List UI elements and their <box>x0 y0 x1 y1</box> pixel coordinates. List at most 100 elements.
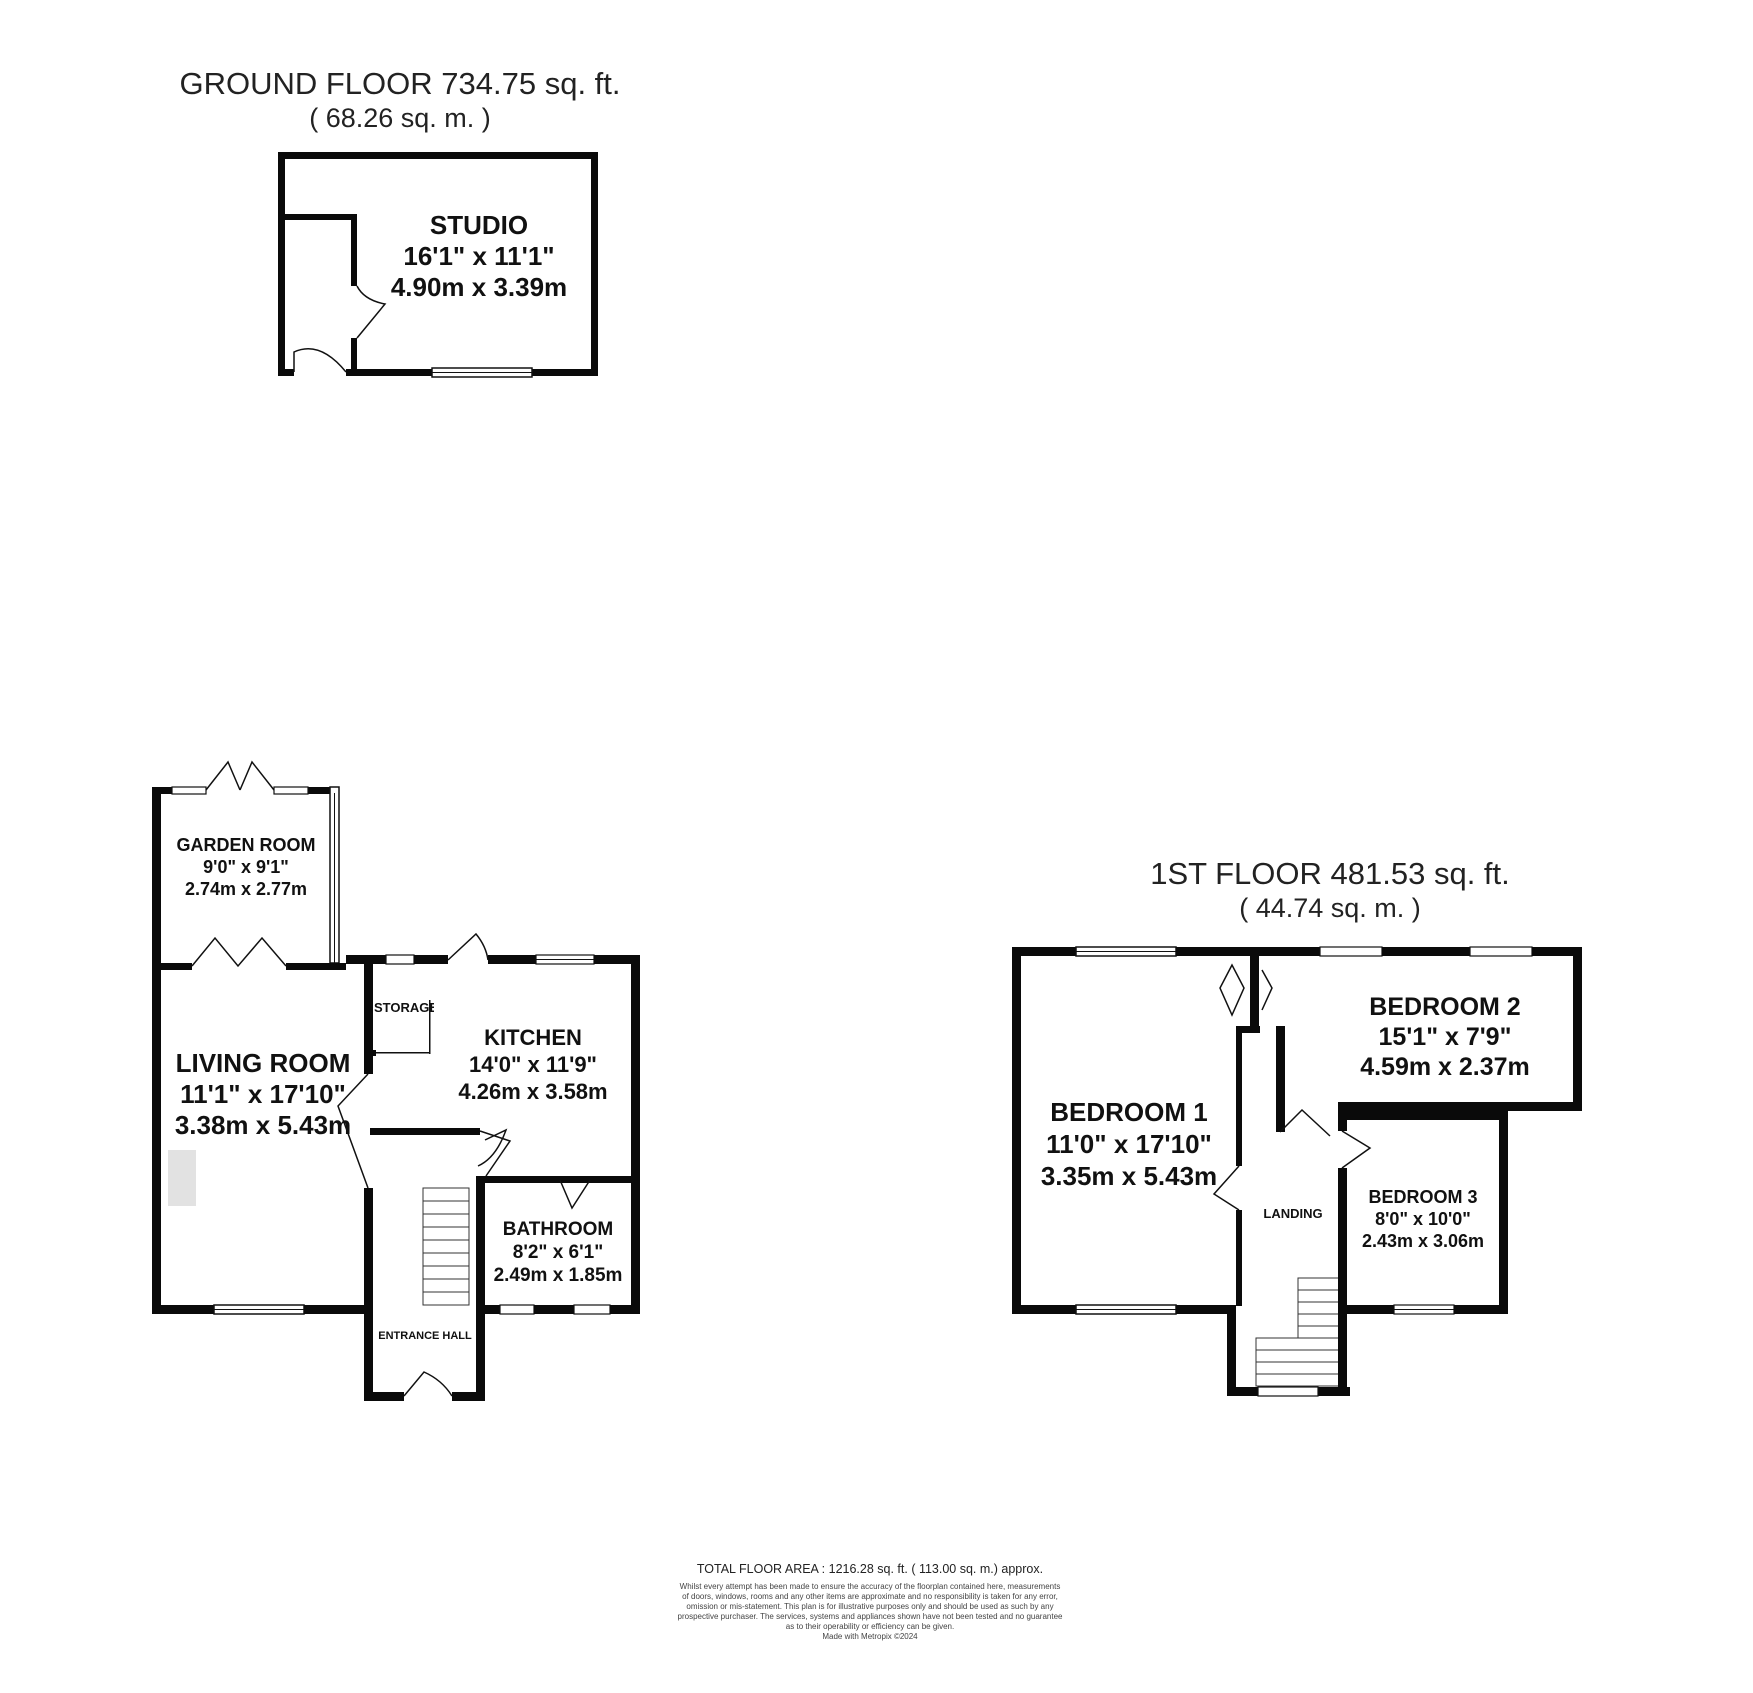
room-metric: 4.90m x 3.39m <box>390 272 568 302</box>
wardrobe-1-doors <box>1219 963 1245 1017</box>
stair-tread <box>422 1187 470 1202</box>
room-imperial: 11'1" x 17'10" <box>180 1079 346 1109</box>
room-label-living-room: LIVING ROOM 11'1" x 17'10" 3.38m x 5.43m <box>162 1048 364 1141</box>
studio-door-swing <box>293 348 347 373</box>
front-door-swing <box>403 1371 453 1397</box>
room-label-studio: STUDIO 16'1" x 11'1" 4.90m x 3.39m <box>374 210 584 303</box>
first-floor-stairs <box>1255 1277 1345 1387</box>
landing-walls <box>1212 1026 1372 1397</box>
bedroom-3-walls <box>1338 1111 1508 1396</box>
living-room-walls <box>152 963 373 1315</box>
footer: TOTAL FLOOR AREA : 1216.28 sq. ft. ( 113… <box>560 1562 1180 1642</box>
entrance-hall-walls <box>364 1128 508 1401</box>
total-floor-area: TOTAL FLOOR AREA : 1216.28 sq. ft. ( 113… <box>696 1562 1044 1576</box>
stair-tread <box>422 1265 470 1280</box>
stair-tread <box>422 1278 470 1293</box>
stair-tread <box>1255 1337 1345 1351</box>
stair-tread <box>1297 1301 1345 1315</box>
stair-tread <box>1255 1361 1345 1375</box>
bedroom-2-door-swing <box>1279 1108 1331 1137</box>
stair-tread <box>1255 1373 1345 1387</box>
ground-floor-stairs <box>422 1187 470 1306</box>
room-imperial: 15'1" x 7'9" <box>1378 1023 1512 1051</box>
stair-tread <box>422 1226 470 1241</box>
room-metric: 4.59m x 2.37m <box>1360 1053 1530 1081</box>
stair-tread <box>422 1291 470 1306</box>
bedroom-3-door-swing <box>1341 1130 1372 1169</box>
room-name: KITCHEN <box>484 1025 582 1050</box>
disclaimer-line: prospective purchaser. The services, sys… <box>677 1612 1063 1621</box>
stair-tread <box>422 1239 470 1254</box>
room-name: BATHROOM <box>502 1219 614 1240</box>
room-label-landing: LANDING <box>1248 1206 1338 1221</box>
room-metric: 2.74m x 2.77m <box>184 879 308 899</box>
stair-tread <box>1297 1289 1345 1303</box>
fireplace <box>168 1150 196 1206</box>
garden-room-french-doors <box>205 760 275 791</box>
room-label-bedroom-3: BEDROOM 3 8'0" x 10'0" 2.43m x 3.06m <box>1348 1186 1498 1252</box>
room-metric: 4.26m x 3.58m <box>458 1079 608 1104</box>
studio-walls <box>278 152 598 378</box>
room-name: LIVING ROOM <box>175 1048 351 1078</box>
room-imperial: 11'0" x 17'10" <box>1046 1129 1212 1159</box>
room-label-bedroom-2: BEDROOM 2 15'1" x 7'9" 4.59m x 2.37m <box>1320 992 1570 1082</box>
room-name: GARDEN ROOM <box>176 835 316 855</box>
room-imperial: 8'0" x 10'0" <box>1375 1209 1471 1229</box>
stair-tread <box>1297 1277 1345 1291</box>
ground-floor-title: GROUND FLOOR 734.75 sq. ft. <box>179 66 621 101</box>
disclaimer-credit: Made with Metropix ©2024 <box>822 1632 918 1641</box>
ground-floor-heading: GROUND FLOOR 734.75 sq. ft. ( 68.26 sq. … <box>130 66 670 136</box>
disclaimer-line: of doors, windows, rooms and any other i… <box>682 1592 1058 1601</box>
ground-floor-plan <box>152 152 640 1401</box>
stair-tread <box>422 1252 470 1267</box>
stair-tread <box>422 1213 470 1228</box>
room-metric: 3.38m x 5.43m <box>174 1110 352 1140</box>
first-floor-plan <box>1012 946 1582 1397</box>
room-label-bedroom-1: BEDROOM 1 11'0" x 17'10" 3.35m x 5.43m <box>1022 1096 1236 1192</box>
living-room-french-doors <box>191 936 287 968</box>
stair-tread <box>1255 1349 1345 1363</box>
stair-tread <box>422 1200 470 1215</box>
bathroom-door-swing <box>559 1179 591 1210</box>
room-imperial: 8'2" x 6'1" <box>512 1242 604 1263</box>
room-label-bathroom: BATHROOM 8'2" x 6'1" 2.49m x 1.85m <box>485 1218 631 1287</box>
first-floor-heading: 1ST FLOOR 481.53 sq. ft. ( 44.74 sq. m. … <box>1060 856 1600 926</box>
wardrobe-2-doors <box>1261 969 1273 1011</box>
first-floor-area-metric: ( 44.74 sq. m. ) <box>1239 893 1421 923</box>
room-name: BEDROOM 1 <box>1050 1097 1208 1127</box>
bedroom-1-door-swing <box>1212 1165 1240 1211</box>
ground-floor-area-metric: ( 68.26 sq. m. ) <box>309 103 491 133</box>
bedroom-1-walls <box>1012 946 1262 1396</box>
first-floor-title: 1ST FLOOR 481.53 sq. ft. <box>1150 856 1510 891</box>
stair-tread <box>1297 1325 1345 1339</box>
garden-room-walls <box>152 760 346 975</box>
room-metric: 3.35m x 5.43m <box>1040 1161 1218 1191</box>
bathroom-walls <box>476 1176 640 1315</box>
studio-inner-door-swing <box>356 285 387 339</box>
bedroom-2-walls <box>1250 946 1582 1114</box>
kitchen-back-door-swing <box>447 932 489 961</box>
room-metric: 2.49m x 1.85m <box>493 1265 623 1286</box>
room-name: BEDROOM 2 <box>1369 993 1521 1021</box>
room-label-garden-room: GARDEN ROOM 9'0" x 9'1" 2.74m x 2.77m <box>160 834 332 900</box>
room-label-kitchen: KITCHEN 14'0" x 11'9" 4.26m x 3.58m <box>436 1024 630 1105</box>
room-imperial: 16'1" x 11'1" <box>403 241 555 271</box>
room-name: BEDROOM 3 <box>1368 1187 1478 1207</box>
kitchen-door-swing <box>479 1130 512 1177</box>
room-metric: 2.43m x 3.06m <box>1361 1231 1485 1251</box>
disclaimer-line: Whilst every attempt has been made to en… <box>679 1582 1061 1591</box>
kitchen-walls <box>346 932 640 1311</box>
room-imperial: 14'0" x 11'9" <box>469 1052 597 1077</box>
room-name: ENTRANCE HALL <box>378 1330 472 1342</box>
room-imperial: 9'0" x 9'1" <box>203 857 289 877</box>
room-name: STORAGE <box>374 1000 434 1015</box>
living-room-door-swing <box>337 1073 369 1189</box>
room-name: LANDING <box>1263 1206 1323 1221</box>
landing-window <box>1257 1386 1319 1397</box>
disclaimer-line: omission or mis-statement. This plan is … <box>686 1602 1054 1611</box>
room-label-storage: STORAGE <box>374 1000 434 1015</box>
stair-tread <box>1297 1313 1345 1327</box>
disclaimer: Whilst every attempt has been made to en… <box>560 1582 1180 1642</box>
room-name: STUDIO <box>429 210 529 240</box>
